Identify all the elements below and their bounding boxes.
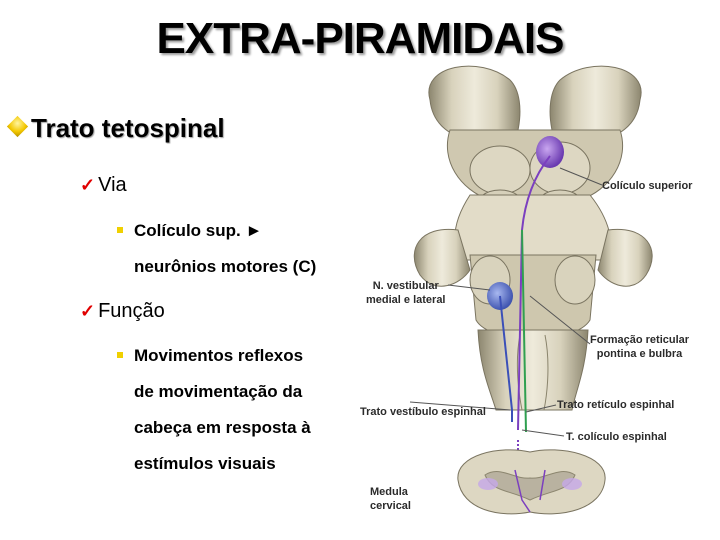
- checkmark-icon: ✓: [80, 301, 96, 321]
- square-bullet-icon: [117, 227, 123, 233]
- brainstem-illustration: [409, 65, 653, 515]
- vestibulospinal-tract: [499, 295, 513, 422]
- funcao-line-2: de movimentação da: [134, 382, 303, 401]
- checkmark-icon: ✓: [80, 175, 96, 195]
- heading-text: Trato tetospinal: [31, 113, 225, 143]
- bullet-funcao-label: Função: [98, 300, 165, 322]
- tracts: [499, 155, 551, 458]
- via-line-1: Colículo sup. ►: [134, 221, 263, 240]
- bullet-funcao: ✓Função: [80, 300, 165, 323]
- label-formacao-reticular: Formação reticular pontina e bulbra: [590, 334, 690, 360]
- label-trato-vestibulo-espinhal: Trato vestíbulo espinhal: [360, 406, 486, 418]
- funcao-line-4: estímulos visuais: [134, 454, 276, 473]
- superior-colliculus-nucleus: [536, 136, 564, 168]
- label-trato-reticulo-espinhal: Trato retículo espinhal: [557, 399, 675, 411]
- diamond-bullet-icon: [6, 115, 29, 138]
- page-title: EXTRA-PIRAMIDAIS: [156, 14, 565, 63]
- label-coliculo-superior: Colículo superior: [602, 180, 693, 192]
- label-n-vestibular: N. vestibular medial e lateral: [366, 280, 446, 306]
- spinal-cord-section: [457, 449, 606, 515]
- bullet-heading: Trato tetospinal: [6, 113, 225, 144]
- pons: [413, 194, 653, 340]
- funcao-line-3: cabeça em resposta à: [134, 418, 311, 437]
- label-medula-cervical: Medula cervical: [370, 486, 411, 512]
- square-bullet-icon: [117, 352, 123, 358]
- sub-bullet-via: Colículo sup. ► neurônios motores (C): [117, 213, 357, 285]
- bullet-via-label: Via: [98, 174, 127, 196]
- bullet-via: ✓Via: [80, 174, 127, 197]
- via-line-2: neurônios motores (C): [134, 257, 317, 276]
- leader-lines: [409, 167, 603, 437]
- sub-bullet-funcao: Movimentos reflexos de movimentação da c…: [117, 338, 357, 482]
- tectospinal-tract: [517, 155, 551, 431]
- funcao-line-1: Movimentos reflexos: [134, 346, 304, 365]
- label-t-coliculo-espinhal: T. colículo espinhal: [566, 431, 667, 443]
